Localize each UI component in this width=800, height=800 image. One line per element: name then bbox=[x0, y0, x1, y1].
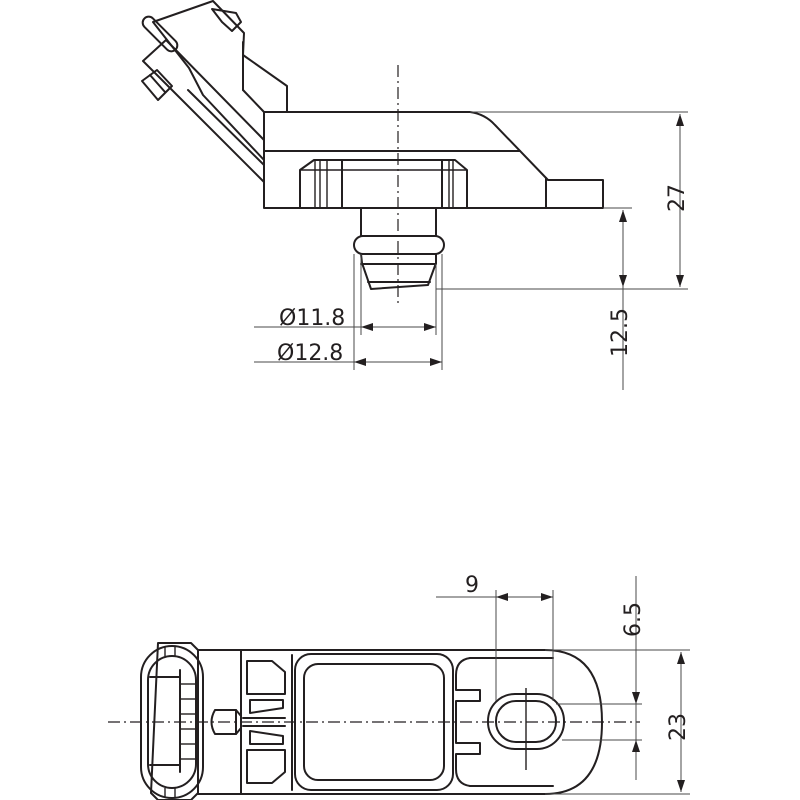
dim-9-label: 9 bbox=[465, 573, 479, 598]
dim-23-label: 23 bbox=[666, 713, 691, 741]
dimension-27: 27 bbox=[436, 111, 690, 290]
dimension-23: 23 bbox=[545, 649, 691, 795]
dimension-12-5: 12.5 bbox=[603, 207, 633, 390]
dim-d12-8-label: Ø12.8 bbox=[277, 341, 343, 366]
dimension-diameters: Ø11.8 Ø12.8 bbox=[254, 254, 443, 370]
ribbed-section bbox=[240, 649, 546, 795]
window-frame bbox=[294, 653, 454, 791]
connector-plug bbox=[140, 642, 204, 800]
top-view: 9 6.5 23 bbox=[108, 573, 691, 800]
mounting-end bbox=[455, 649, 603, 795]
side-view: 27 12.5 Ø11.8 Ø12.8 bbox=[141, 0, 690, 390]
dim-27-label: 27 bbox=[665, 184, 690, 212]
dim-d11-8-label: Ø11.8 bbox=[279, 306, 345, 331]
dimension-9: 9 bbox=[436, 573, 554, 701]
nozzle bbox=[353, 207, 445, 290]
dim-12-5-label: 12.5 bbox=[608, 308, 633, 357]
housing bbox=[263, 111, 604, 209]
dimension-6-5: 6.5 bbox=[556, 576, 646, 780]
connector-neck bbox=[197, 649, 246, 795]
dim-6-5-label: 6.5 bbox=[621, 602, 646, 637]
